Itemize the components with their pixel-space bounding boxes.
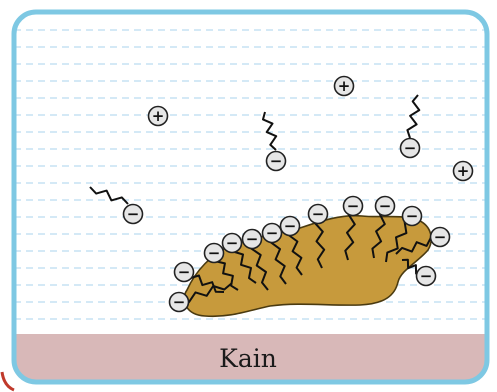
cloth-label: Kain [219,344,277,373]
free-surfactant-head-sign: − [127,205,140,223]
adsorbed-surfactant-head-sign: − [178,263,191,281]
adsorbed-surfactant-head: − [243,230,262,249]
free-surfactant-head-sign: − [270,152,283,170]
positive-ion: + [454,162,473,181]
positive-ion-sign: + [152,107,165,125]
adsorbed-surfactant-head: − [417,267,436,286]
adsorbed-surfactant-head-sign: − [246,230,259,248]
adsorbed-surfactant-head: − [344,197,363,216]
positive-ion-sign: + [338,77,351,95]
free-surfactant-head: − [267,152,286,171]
adsorbed-surfactant-head: − [309,205,328,224]
free-surfactant-head: − [401,139,420,158]
adsorbed-surfactant-head: − [376,197,395,216]
adsorbed-surfactant-head-sign: − [420,267,433,285]
adsorbed-surfactant-head-sign: − [312,205,325,223]
adsorbed-surfactant-head-sign: − [406,207,419,225]
positive-ion: + [149,107,168,126]
adsorbed-surfactant-head-sign: − [284,217,297,235]
positive-ion: + [335,77,354,96]
positive-ion-sign: + [457,162,470,180]
adsorbed-surfactant-head-sign: − [226,234,239,252]
free-surfactant-head: − [124,205,143,224]
water-area [14,12,487,382]
adsorbed-surfactant-head: − [170,293,189,312]
adsorbed-surfactant-head-sign: − [434,228,447,246]
adsorbed-surfactant-head-sign: − [208,244,221,262]
adsorbed-surfactant-head-sign: − [173,293,186,311]
adsorbed-surfactant-head: − [281,217,300,236]
adsorbed-surfactant-head-sign: − [266,224,279,242]
adsorbed-surfactant-head: − [403,207,422,226]
adsorbed-surfactant-head: − [223,234,242,253]
adsorbed-surfactant-head-sign: − [379,197,392,215]
adsorbed-surfactant-head: − [431,228,450,247]
adsorbed-surfactant-head: − [205,244,224,263]
adsorbed-surfactant-head: − [263,224,282,243]
adsorbed-surfactant-head-sign: − [347,197,360,215]
adsorbed-surfactant-head: − [175,263,194,282]
free-surfactant-head-sign: − [404,139,417,157]
